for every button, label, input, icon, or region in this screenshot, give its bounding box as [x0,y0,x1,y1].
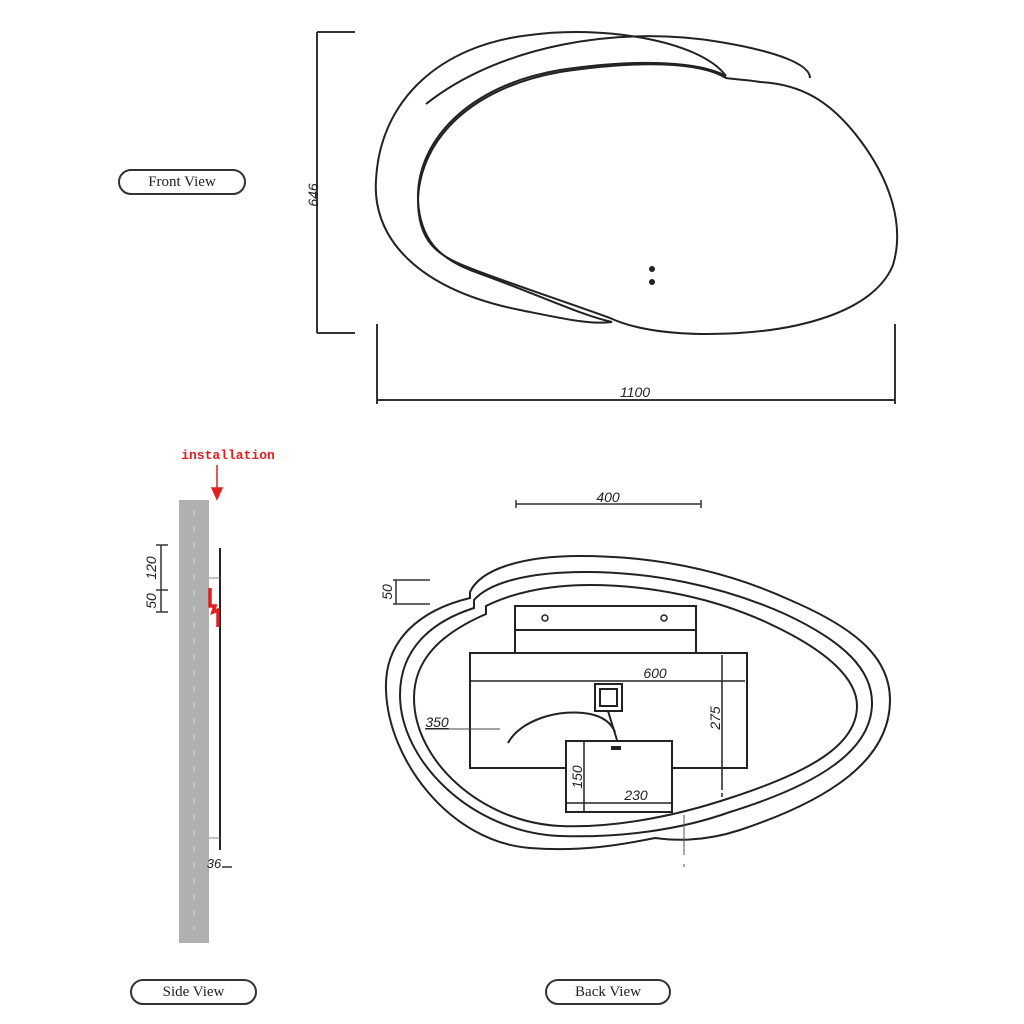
back-offset-dimension-50 [393,579,430,605]
back-dim-350: 350 [425,714,449,730]
front-height-dimension [316,31,355,334]
side-dim-36: 36 [207,856,222,871]
installation-arrow-icon [210,465,224,501]
back-dim-50: 50 [379,584,395,600]
back-dim-400: 400 [596,489,620,505]
back-driver-connector [611,746,621,750]
front-width-dimension [376,324,896,404]
front-mirror-rim-top [425,35,811,105]
front-height-value: 646 [305,183,321,207]
back-dim-600: 600 [643,665,667,681]
back-outline-inner [398,570,874,838]
side-vertical-dimensions [156,544,168,613]
side-view-label: Side View [130,979,257,1005]
back-power-cable [507,711,616,744]
back-mirror-outline [384,554,892,851]
back-switch-cable [607,710,618,741]
installation-label: installation [181,448,275,463]
front-mirror-main [416,63,899,336]
front-touch-sensor-dot-1 [649,266,655,272]
back-bracket-screw-2 [660,614,668,622]
front-touch-sensor-dot-2 [649,279,655,285]
back-outline-outer [384,554,892,851]
back-outline-inner-2 [412,583,859,828]
side-hanging-bracket-icon [208,588,220,627]
side-dim-120: 120 [143,556,159,580]
front-view-drawing [374,30,899,336]
front-mirror-outer [374,30,727,324]
back-dim-230: 230 [623,787,648,803]
front-view-label: Front View [118,169,246,195]
front-width-value: 1100 [620,384,650,400]
back-dim-150: 150 [569,765,585,789]
side-dim-50: 50 [143,593,159,609]
back-bracket-screw-1 [541,614,549,622]
back-switch-box-inner [599,688,618,707]
back-width-dimension-400 [515,500,702,508]
back-view-label: Back View [545,979,671,1005]
back-dim-275: 275 [707,706,723,731]
